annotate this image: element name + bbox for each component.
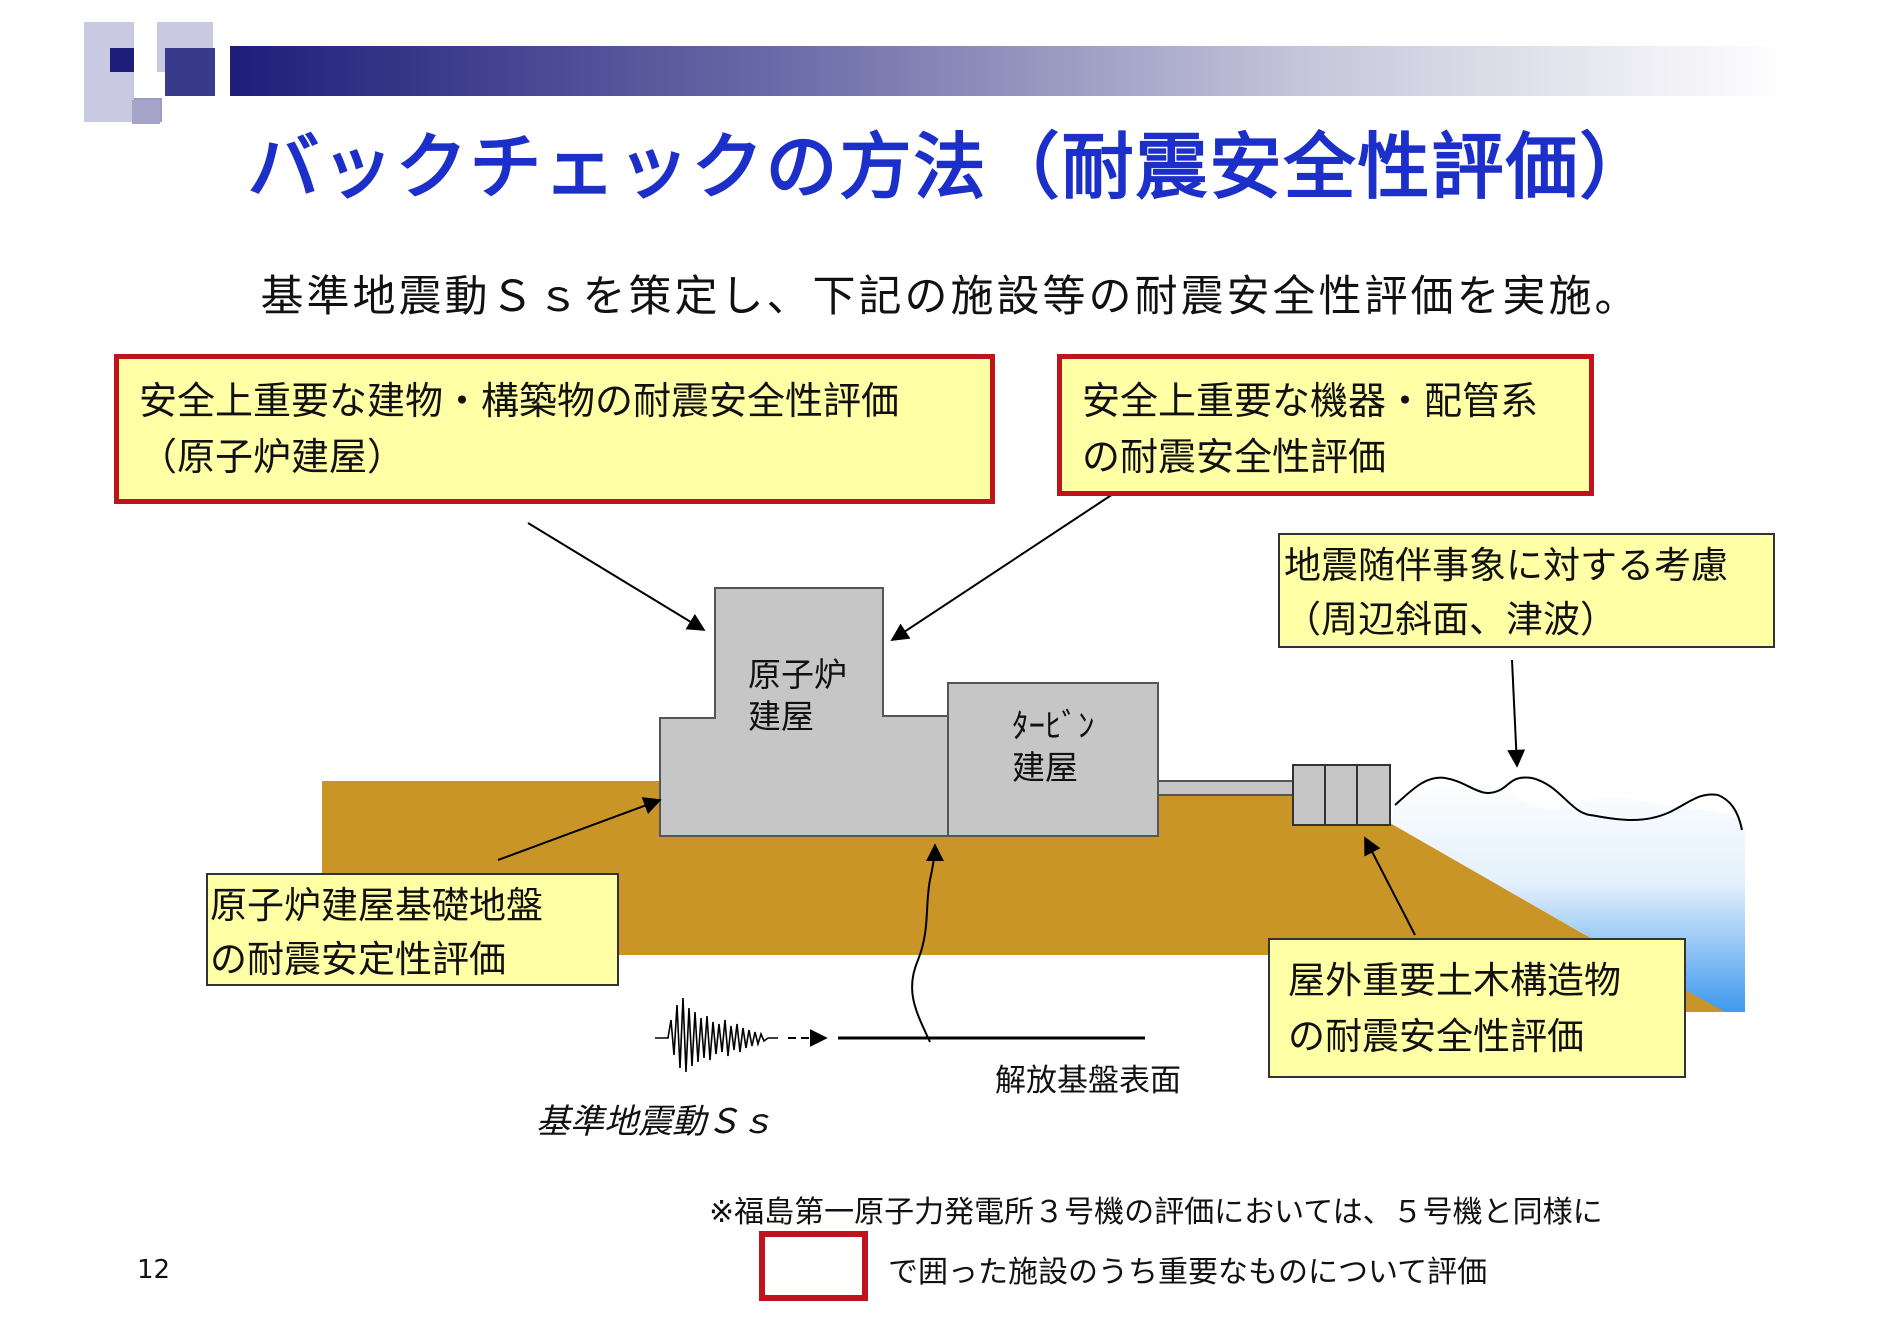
seismic-wave-path xyxy=(911,843,944,1043)
arrow-to-reactor xyxy=(527,522,706,631)
callout-foundation-line1: 原子炉建屋基礎地盤 xyxy=(210,884,543,927)
note-line1: ※福島第一原子力発電所３号機の評価においては、５号機と同様に xyxy=(709,1195,1603,1230)
turbine-building-label-line1: ﾀｰﾋﾞﾝ xyxy=(1012,706,1095,745)
header-square-dark xyxy=(110,48,134,72)
turbine-building-label-line2: 建屋 xyxy=(1012,748,1078,787)
reactor-building-label-line1: 原子炉 xyxy=(748,655,847,694)
callout-buildings: 安全上重要な建物・構築物の耐震安全性評価 （原子炉建屋） xyxy=(114,354,995,504)
arrow-to-civil-structure xyxy=(1364,836,1416,936)
seismogram xyxy=(655,997,778,1073)
callout-tsunami-line1: 地震随伴事象に対する考慮 xyxy=(1284,544,1728,587)
callout-equipment-line2: の耐震安全性評価 xyxy=(1082,435,1387,479)
callout-equipment: 安全上重要な機器・配管系 の耐震安全性評価 xyxy=(1057,354,1594,496)
slide-subtitle: 基準地震動Ｓｓを策定し、下記の施設等の耐震安全性評価を実施。 xyxy=(260,272,1641,322)
callout-equipment-line1: 安全上重要な機器・配管系 xyxy=(1082,379,1539,423)
callout-civil-line1: 屋外重要土木構造物 xyxy=(1288,959,1621,1002)
arrow-to-sea xyxy=(1507,659,1526,768)
outdoor-structure xyxy=(1292,764,1391,826)
turbine-building-label: ﾀｰﾋﾞﾝ 建屋 xyxy=(1012,705,1095,789)
slide-title: バックチェックの方法（耐震安全性評価） xyxy=(247,125,1654,209)
header-square xyxy=(84,72,134,122)
header-square xyxy=(165,48,215,96)
pipe xyxy=(1157,780,1294,796)
page-number: 12 xyxy=(137,1255,171,1285)
callout-civil-line2: の耐震安全性評価 xyxy=(1288,1015,1584,1058)
callout-tsunami: 地震随伴事象に対する考慮 （周辺斜面、津波） xyxy=(1278,533,1775,648)
ground-motion-label: 基準地震動Ｓｓ xyxy=(536,1102,774,1142)
reactor-building-label-line2: 建屋 xyxy=(748,697,814,736)
callout-foundation: 原子炉建屋基礎地盤 の耐震安定性評価 xyxy=(206,873,619,986)
callout-foundation-line2: の耐震安定性評価 xyxy=(210,938,506,981)
reactor-building-label: 原子炉 建屋 xyxy=(748,654,847,738)
note-line2: で囲った施設のうち重要なものについて評価 xyxy=(888,1255,1488,1290)
turbine-building xyxy=(947,682,1159,837)
header-gradient-bar xyxy=(230,46,1790,96)
bedrock-surface-label: 解放基盤表面 xyxy=(995,1063,1181,1099)
legend-red-box xyxy=(759,1231,868,1301)
header-square xyxy=(132,100,160,124)
sea-surface-line xyxy=(1394,776,1743,831)
callout-civil: 屋外重要土木構造物 の耐震安全性評価 xyxy=(1268,938,1686,1078)
arrow-to-reactor-equipment xyxy=(890,493,1114,641)
callout-buildings-line1: 安全上重要な建物・構築物の耐震安全性評価 xyxy=(139,379,900,423)
callout-tsunami-line2: （周辺斜面、津波） xyxy=(1284,598,1617,641)
arrow-to-foundation xyxy=(497,797,662,861)
callout-buildings-line2: （原子炉建屋） xyxy=(139,435,406,479)
